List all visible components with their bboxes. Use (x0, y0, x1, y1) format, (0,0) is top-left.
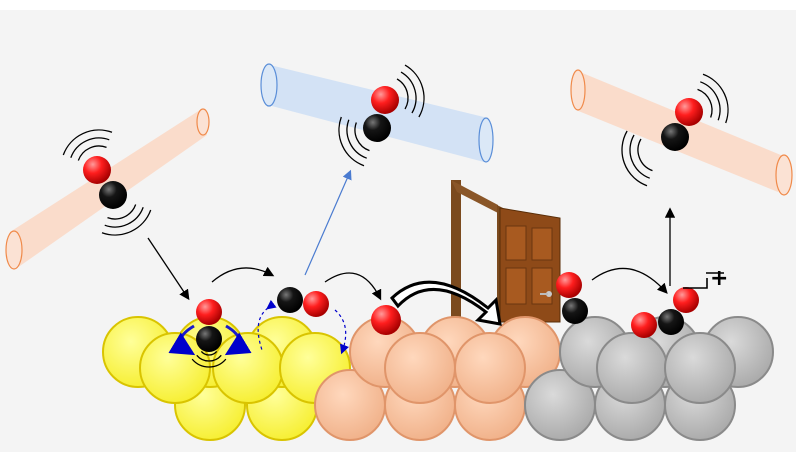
process-arrows (147, 169, 676, 356)
carbon-atom (277, 287, 303, 313)
oxygen-atom (673, 287, 699, 313)
oxygen-atom (631, 312, 657, 338)
vibration-arc (637, 138, 653, 172)
oxygen-atom (83, 156, 111, 184)
co-adsorbed-gray (556, 272, 588, 324)
carbon-atom (99, 181, 127, 209)
surface-atom (664, 332, 736, 404)
arrow-hop-to-next (324, 272, 382, 301)
carbon-atom (562, 298, 588, 324)
vibration-arc (104, 207, 144, 228)
oxygen-atom (371, 305, 401, 335)
vibration-arc (107, 204, 137, 220)
charge-label: + (710, 266, 728, 291)
vibration-arc (697, 88, 713, 118)
vibration-arc (702, 73, 729, 124)
vibration-arc (101, 209, 152, 236)
surfaces (102, 316, 774, 441)
oxygen-atom (196, 299, 222, 325)
rotation-arrow-left (168, 324, 196, 356)
door (451, 180, 561, 332)
vibration-arc (621, 130, 648, 187)
oxygen-atom (556, 272, 582, 298)
vibration-arc (196, 354, 222, 362)
surface-atom (454, 332, 526, 404)
arrow-hop-gray (591, 267, 668, 294)
arrow-diffuse-left (257, 299, 277, 351)
vibration-arc (191, 358, 227, 368)
arrow-incoming (147, 237, 190, 301)
vibration-arc (200, 350, 218, 356)
rotation-arrow-right (224, 324, 252, 356)
surface-atom (596, 332, 668, 404)
co-hopping-gold (277, 287, 329, 317)
charge-symbol: + (683, 266, 728, 291)
vibration-arc (77, 145, 107, 161)
co-molecule-gas-middle (338, 64, 425, 167)
carbon-atom (196, 326, 222, 352)
surface-atom (384, 332, 456, 404)
vibration-arc (70, 137, 110, 158)
molecules (62, 64, 729, 368)
co-molecule-gas-left (62, 129, 152, 236)
oxygen-adatom-copper (371, 305, 401, 335)
carbon-atom (661, 123, 689, 151)
co-adsorbed-gold (191, 299, 227, 368)
vibration-arc (629, 134, 650, 179)
oxygen-atom (371, 86, 399, 114)
vibration-arc (346, 119, 367, 159)
arrow-through-door (389, 280, 502, 326)
copper-surface (314, 316, 561, 441)
vibration-arc (700, 81, 721, 121)
vibration-arc (62, 129, 113, 156)
surface-atom (212, 332, 284, 404)
carbon-atom (363, 114, 391, 142)
gray-surface (524, 316, 774, 441)
oxygen-atom (303, 291, 329, 317)
vibration-arc (404, 64, 425, 118)
door-knob (546, 291, 552, 297)
vibration-arc (396, 78, 409, 110)
carbon-atom (658, 309, 684, 335)
top-band (0, 0, 796, 10)
co2-forming-gray (631, 287, 699, 338)
vibration-arc (354, 122, 370, 152)
arrow-desorb-probe (304, 169, 352, 276)
vibration-arc (338, 116, 365, 167)
middle-probe-beam (260, 63, 494, 163)
oxygen-atom (675, 98, 703, 126)
arrow-adsorb-to-hop (211, 266, 275, 283)
co-molecule-gas-right (621, 73, 729, 187)
vibration-arc (400, 71, 417, 114)
